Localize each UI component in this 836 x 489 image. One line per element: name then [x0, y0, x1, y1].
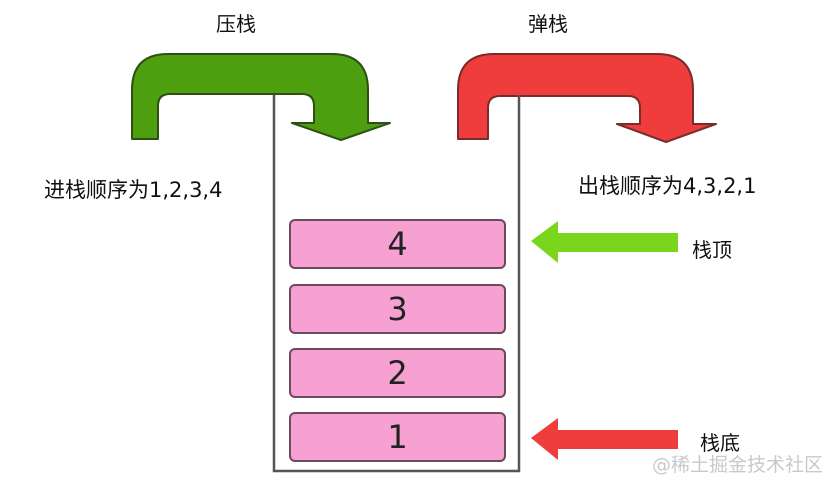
bottom-pointer-arrow-icon: [531, 418, 678, 460]
push-order-text: 进栈顺序为1,2,3,4: [44, 178, 223, 202]
stack-block-1: 1: [289, 412, 506, 462]
top-pointer-arrow-icon: [531, 221, 678, 263]
stack-bottom-label: 栈底: [700, 431, 740, 455]
push-label: 压栈: [216, 12, 256, 36]
pop-order-text: 出栈顺序为4,3,2,1: [578, 174, 757, 198]
push-arrow-icon: [131, 53, 391, 141]
stack-block-3: 3: [289, 284, 506, 334]
watermark-text: @稀土掘金技术社区: [652, 454, 824, 476]
pop-arrow-icon: [457, 53, 717, 143]
stack-block-4: 4: [289, 219, 506, 269]
pop-label: 弹栈: [528, 12, 568, 36]
stack-top-label: 栈顶: [692, 238, 732, 262]
stack-block-2: 2: [289, 348, 506, 398]
stack-container: [272, 95, 521, 473]
